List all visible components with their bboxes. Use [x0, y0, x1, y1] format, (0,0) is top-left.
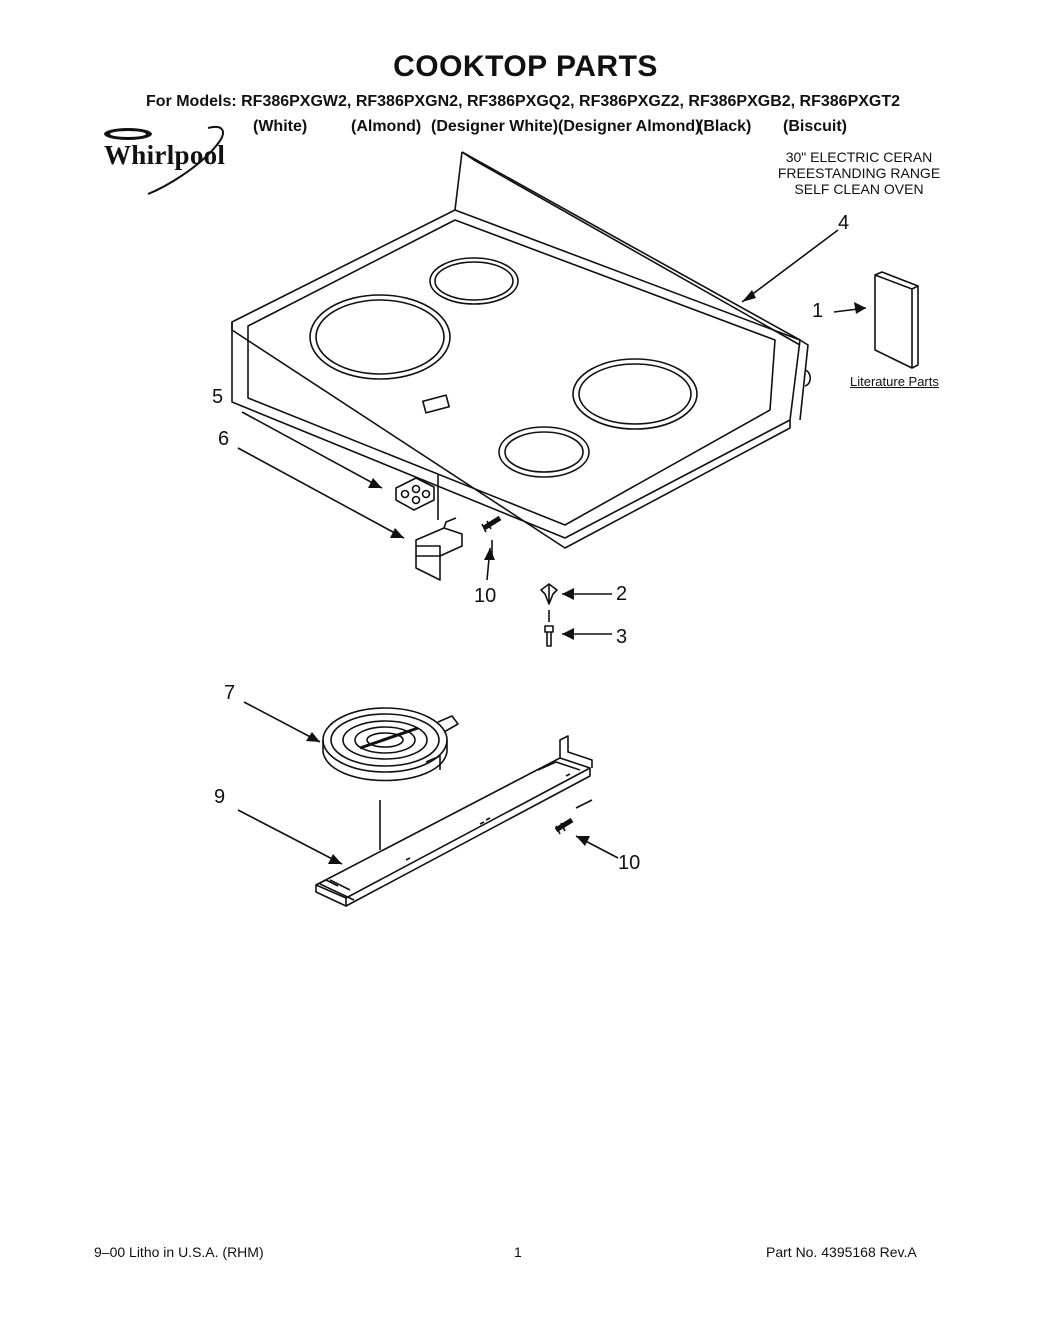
screw-lower — [544, 625, 554, 647]
burner-ring-front-right — [572, 358, 698, 430]
cooktop-glass — [231, 151, 812, 549]
callout-2: 2 — [616, 583, 628, 605]
desc-line-1: 30" ELECTRIC CERAN — [785, 149, 933, 165]
footer-page-number: 1 — [514, 1244, 522, 1260]
bracket — [415, 517, 463, 581]
callout-4: 4 — [838, 212, 850, 234]
callout-9: 9 — [214, 786, 226, 808]
callout-10-upper: 10 — [474, 585, 497, 607]
burner-ring-back-left — [429, 257, 519, 305]
terminal-block — [395, 475, 439, 520]
logo-text: Whirlpool — [104, 140, 226, 170]
radiant-element — [322, 707, 459, 850]
logo-swoosh-icon — [104, 126, 224, 195]
color-designer-almond: (Designer Almond) — [558, 118, 701, 135]
color-designer-white: (Designer White) — [431, 118, 559, 135]
literature-booklet — [874, 271, 919, 369]
models-line: For Models: RF386PXGW2, RF386PXGN2, RF38… — [146, 93, 901, 110]
callout-7: 7 — [224, 682, 236, 704]
footer-litho: 9–00 Litho in U.S.A. (RHM) — [94, 1244, 264, 1260]
whirlpool-logo: Whirlpool — [96, 122, 256, 202]
burner-ring-back-right — [498, 426, 590, 478]
hot-surface-indicator — [422, 394, 450, 414]
color-biscuit: (Biscuit) — [783, 118, 847, 135]
screw-rail — [554, 799, 593, 835]
callout-1: 1 — [812, 300, 824, 322]
desc-line-2: FREESTANDING RANGE — [777, 165, 941, 181]
callout-3: 3 — [616, 626, 628, 648]
callout-5: 5 — [212, 386, 224, 408]
arrowheads — [306, 290, 866, 864]
literature-parts-label: Literature Parts — [850, 374, 939, 389]
footer-part-number: Part No. 4395168 Rev.A — [766, 1244, 917, 1260]
color-black: (Black) — [698, 118, 752, 135]
color-white: (White) — [253, 118, 308, 135]
callout-10-lower: 10 — [618, 852, 641, 874]
desc-line-3: SELF CLEAN OVEN — [794, 181, 924, 197]
burner-ring-front-left — [309, 294, 451, 380]
callout-6: 6 — [218, 428, 230, 450]
page-title: COOKTOP PARTS — [393, 50, 658, 83]
color-almond: (Almond) — [351, 118, 422, 135]
clip — [540, 583, 558, 622]
support-rail — [315, 735, 593, 907]
